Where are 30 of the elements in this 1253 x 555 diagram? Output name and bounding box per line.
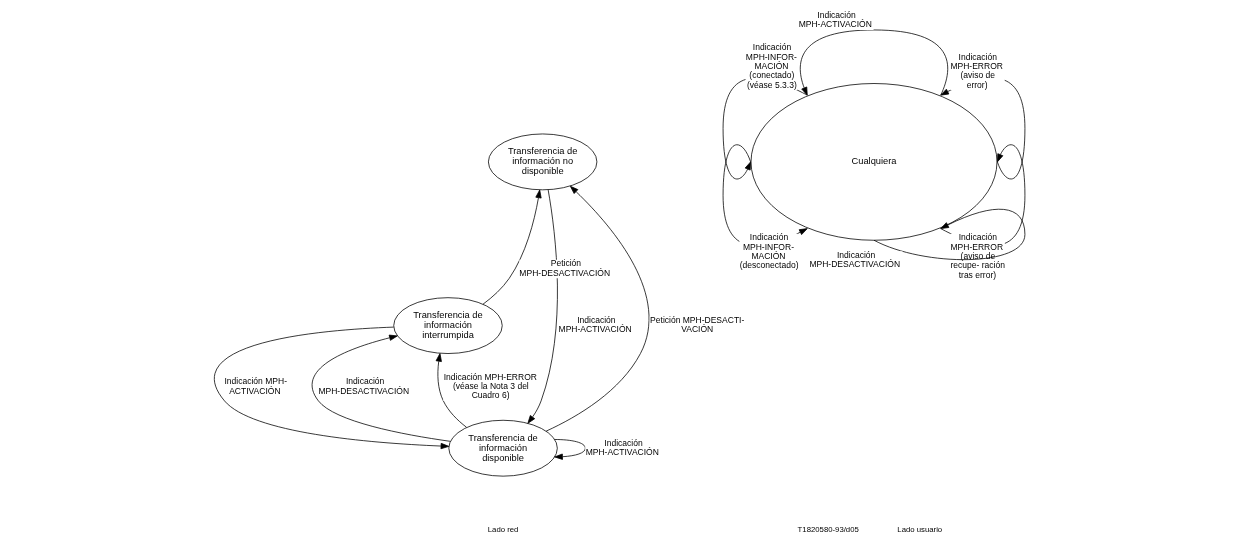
node-ellipse: Transferencia de información no disponible: [488, 133, 598, 191]
arrow: [545, 185, 650, 432]
edge-label: Indicación MPH-ACTIVACIÓN: [798, 10, 872, 30]
arrow: [940, 144, 1026, 247]
edge-label: Indicación MPH-DESACTIVACIÓN: [318, 376, 410, 396]
node-ellipse: Transferencia de información disponible: [448, 419, 558, 477]
edge-label: Indicación MPH-ACTIVACIÓN: [558, 315, 632, 335]
label: Lado red: [487, 524, 519, 534]
edge-label: Petición MPH-DESACTI- VACIÓN: [650, 315, 745, 335]
edge-label: Indicación MPH-ERROR (aviso de error): [950, 51, 1003, 90]
arrow: [940, 77, 1026, 180]
edge-label: Indicación MPH-INFOR- MACIÓN (conectado) (véase 5.3.3): [745, 42, 797, 90]
arrow: [527, 189, 558, 424]
edge-label: Indicación MPH-ERROR (véase la Nota 3 del Cuadro 6): [443, 371, 537, 401]
edge-label: Petición MPH-DESACTIVACIÓN: [519, 258, 611, 278]
node-ellipse: Transferencia de información interrumpida: [393, 297, 503, 354]
arrow: [722, 77, 808, 180]
edge-label: Indicación MPH-INFOR- MACIÓN (desconectado): [739, 232, 799, 271]
arrow: [482, 189, 542, 305]
edge-label: Indicación MPH-ACTIVACIÓN: [585, 437, 659, 458]
edge-label: Indicación MPH- ACTIVACIÓN: [224, 376, 287, 396]
edge-label: Indicación MPH-ERROR (aviso de recupe- ración tras error): [950, 232, 1005, 280]
arrow: [799, 29, 948, 96]
arrow: [214, 326, 450, 450]
label: T1820580-93/d05: [797, 524, 859, 534]
label: Lado usuario: [897, 524, 943, 534]
arrow: [435, 353, 467, 428]
arrow: [311, 334, 451, 442]
edge-label: Indicación MPH-DESACTIVACIÓN: [809, 250, 901, 270]
arrow: [554, 439, 586, 460]
